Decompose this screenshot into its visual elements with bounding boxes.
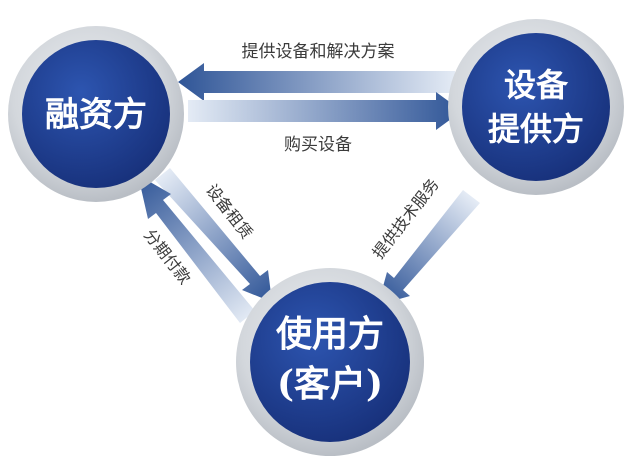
node-user-label-line2: (客户) (277, 363, 383, 405)
edge-label-financier-to-supplier: 购买设备 (284, 135, 352, 155)
node-supplier-label-line1: 设备 (504, 66, 569, 104)
node-financier-label: 融资方 (45, 95, 147, 135)
arrow-financier-to-supplier (188, 92, 462, 130)
node-user-label-line1: 使用方 (276, 313, 384, 355)
edge-label-supplier-to-financier: 提供设备和解决方案 (242, 42, 395, 62)
node-financier: 融资方 (8, 26, 184, 202)
node-supplier-label-line2: 提供方 (488, 110, 584, 148)
node-supplier: 设备 提供方 (448, 19, 624, 195)
arrow-supplier-to-financier (178, 63, 455, 101)
arrow-user-to-financier (138, 175, 255, 323)
arrow-financier-to-user (155, 168, 272, 302)
arrow-supplier-to-user (378, 190, 480, 305)
node-user: 使用方 (客户) (236, 268, 424, 456)
